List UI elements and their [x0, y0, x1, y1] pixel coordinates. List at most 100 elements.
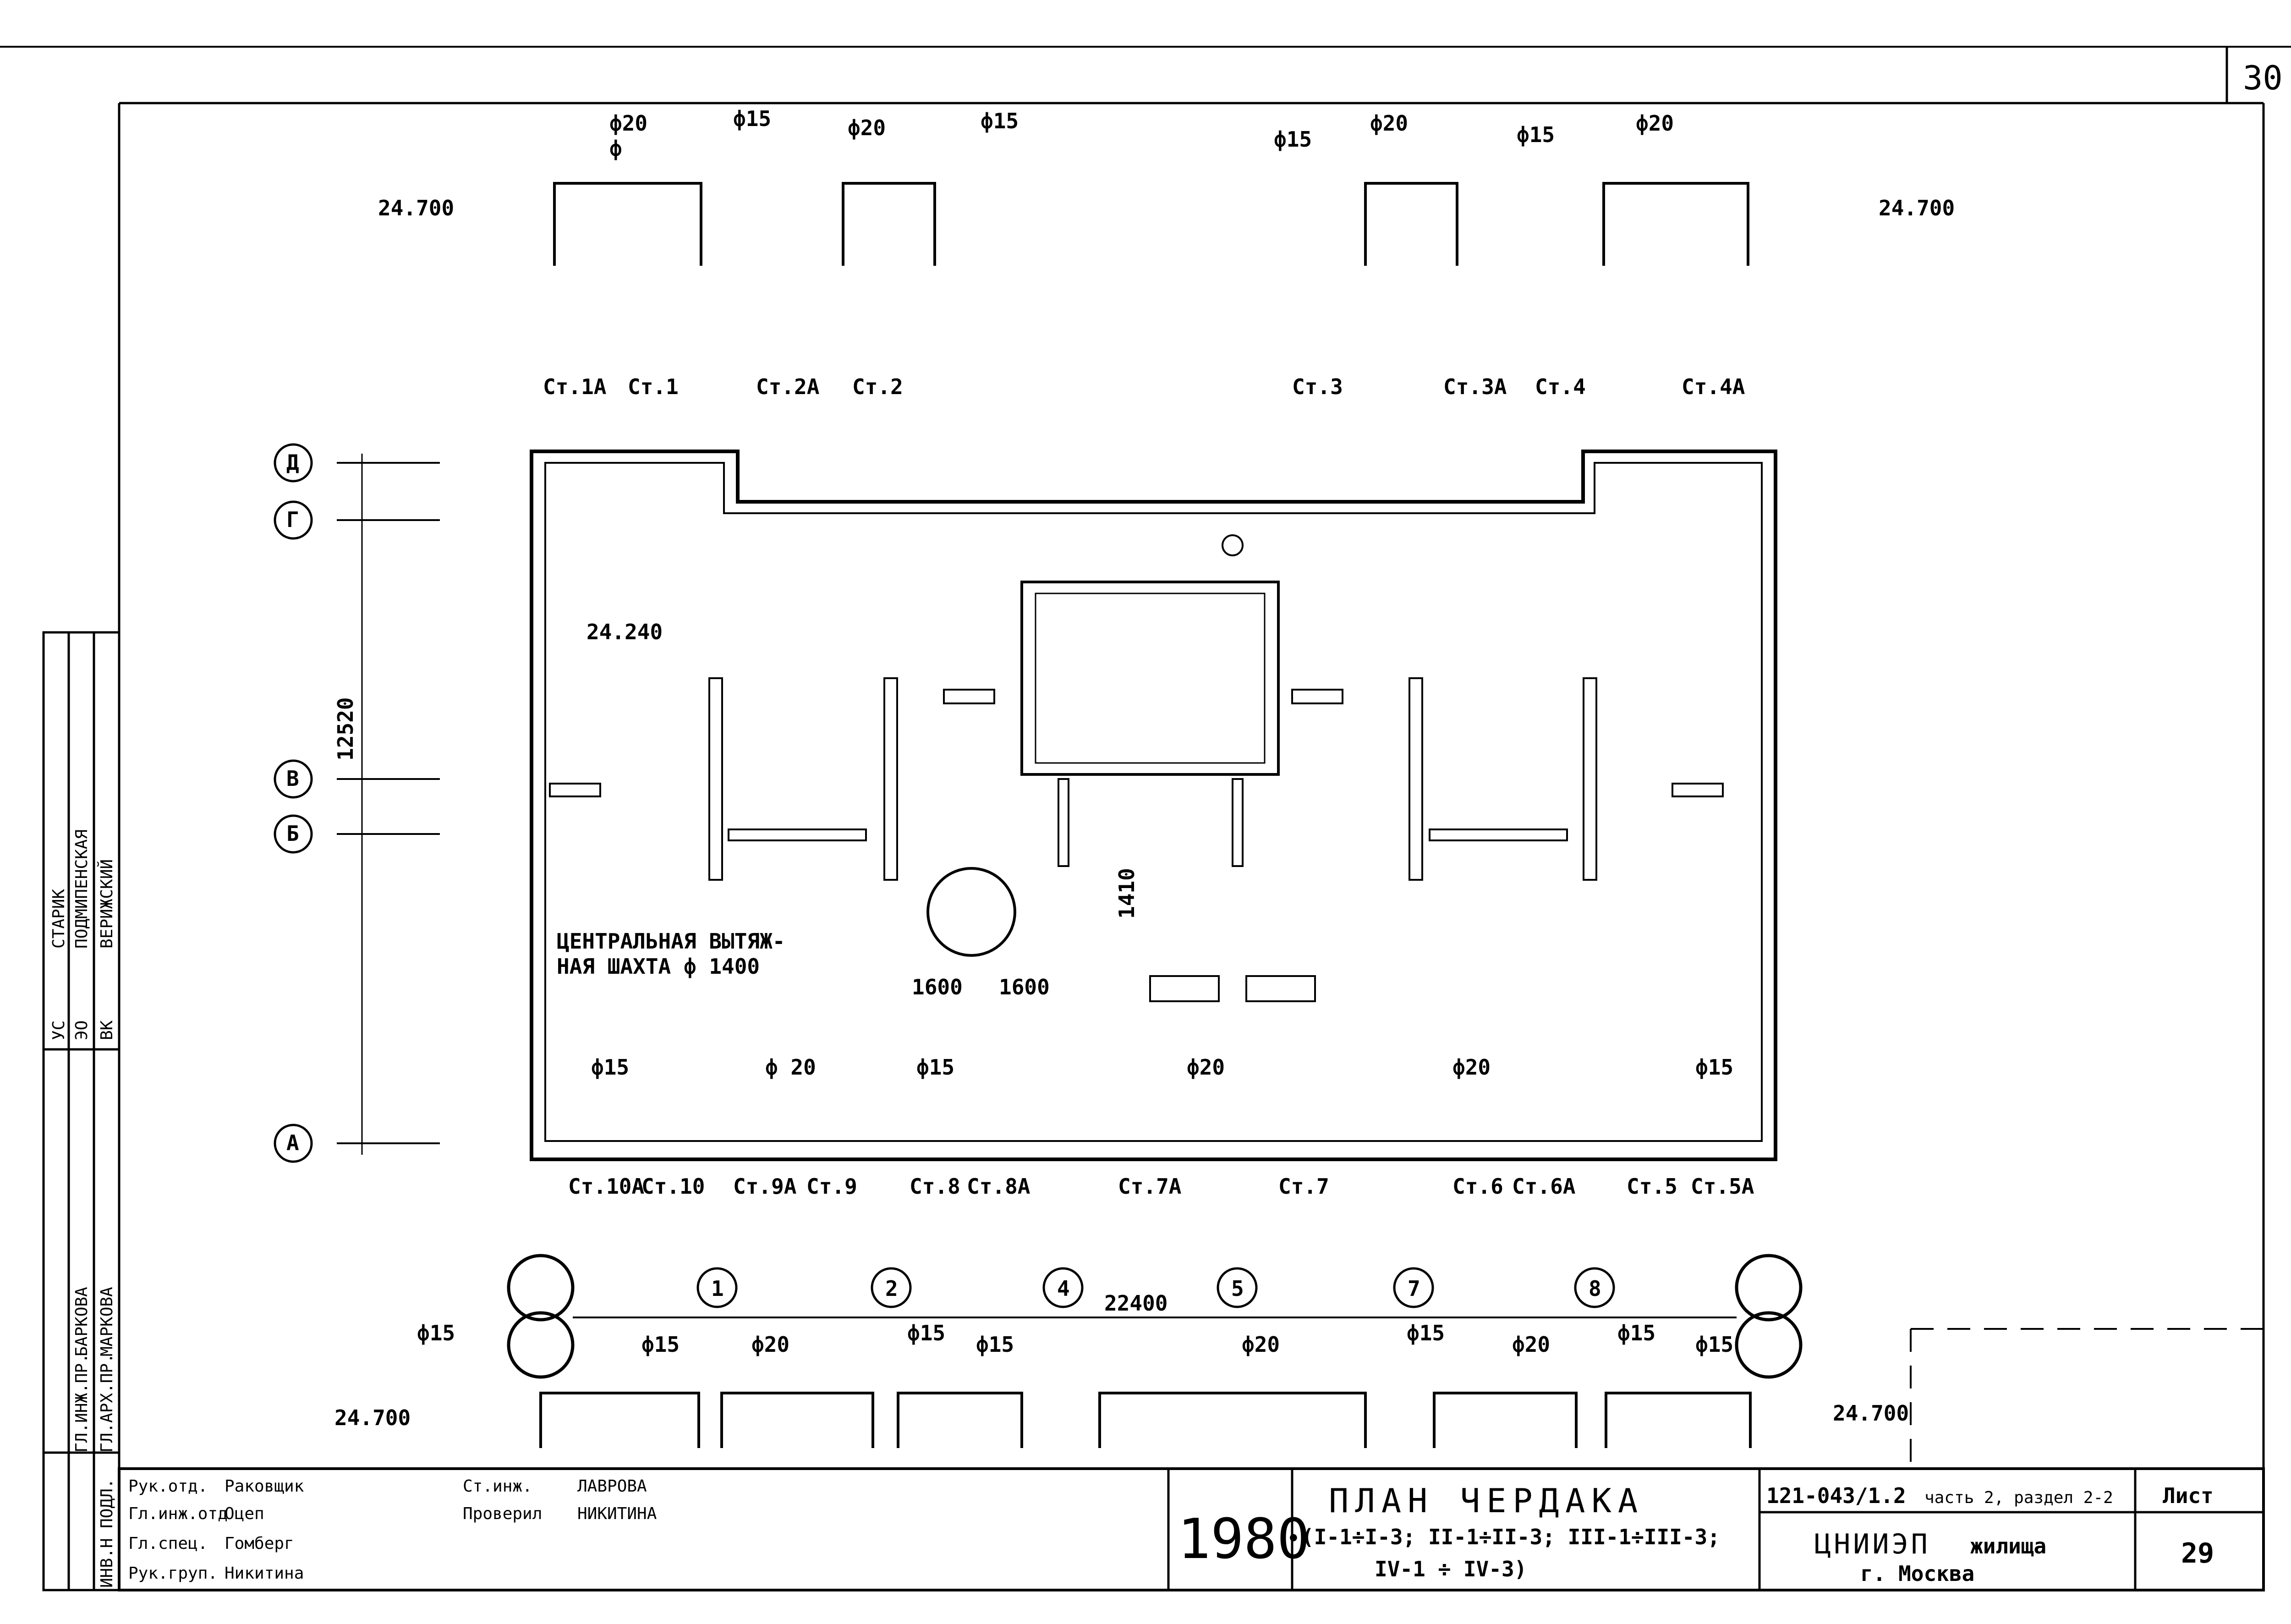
pipe-label-lower-d15-6: ф15 — [1695, 1332, 1733, 1357]
tb-name-4: Никитина — [225, 1564, 304, 1583]
tb-city: г. Москва — [1860, 1561, 1974, 1586]
pipe-label-bottom-d15-1: ф15 — [591, 1055, 629, 1080]
pipe-label-bottom-d15-3: ф15 — [1695, 1055, 1733, 1080]
pipe-label-lower-d15-1: ф15 — [641, 1332, 680, 1357]
pipe-label-top-d15-4: ф15 — [1517, 122, 1555, 147]
stamp-row-8: МАРКОВА — [98, 1287, 116, 1356]
tb-role-2: Гл.инж.отд — [128, 1504, 228, 1523]
tb-org-suffix: жилища — [1970, 1534, 2046, 1558]
tb-org: ЦНИИЭП — [1814, 1528, 1930, 1560]
axis-letter-1: Д — [286, 450, 299, 475]
pipe-label-top-d20-2: ф20 — [848, 115, 886, 140]
pipe-label-lower-d15-3: ф15 — [976, 1332, 1014, 1357]
riser-bottom-9: Ст.6 — [1452, 1174, 1503, 1199]
axis-number-5: 7 — [1408, 1276, 1420, 1301]
dimension-12520: 12520 — [333, 697, 358, 761]
riser-bottom-3: Ст.9А — [733, 1174, 796, 1199]
riser-bottom-12: Ст.5А — [1691, 1174, 1754, 1199]
riser-top-1: Ст.1А — [543, 374, 606, 399]
axis-number-4: 5 — [1231, 1276, 1244, 1301]
tb-role2-1: Ст.инж. — [463, 1477, 532, 1496]
riser-top-4: Ст.2 — [852, 374, 903, 399]
pipe-label-top-d20-4: ф20 — [1636, 111, 1674, 136]
axis-number-1: 1 — [711, 1276, 724, 1301]
tb-role2-2: Проверил — [463, 1504, 542, 1523]
tb-name-2: Оцеп — [225, 1504, 264, 1523]
elevation-interior: 24.240 — [586, 620, 663, 644]
pipe-label-bottom-d20-2: ф20 — [1187, 1055, 1225, 1080]
stamp-row-5: УС — [49, 1020, 68, 1040]
stamp-row-1: ВК — [98, 1020, 116, 1040]
tb-subtitle-1: (I-1÷I-3; II-1÷II-3; III-1÷III-3; — [1301, 1525, 1720, 1549]
pipe-label-lower-d15-2: ф15 — [907, 1321, 945, 1345]
tb-code: 121-043/1.2 — [1766, 1483, 1906, 1508]
pipe-label-top-d15-2: ф15 — [981, 109, 1019, 133]
riser-bottom-8: Ст.7 — [1278, 1174, 1329, 1199]
pipe-label-top-d20-1: ф20 — [609, 111, 647, 136]
tb-sheet-label: Лист — [2163, 1483, 2214, 1508]
riser-bottom-4: Ст.9 — [806, 1174, 857, 1199]
tb-subtitle-2: IV-1 ÷ IV-3) — [1375, 1557, 1527, 1581]
axis-letter-3: В — [286, 766, 299, 791]
axis-letter-5: А — [286, 1130, 299, 1155]
axis-number-2: 2 — [885, 1276, 898, 1301]
pipe-label-top-d20-3: ф20 — [1370, 111, 1408, 136]
shaft-note-line2: НАЯ ШАХТА ф 1400 — [557, 954, 760, 979]
riser-bottom-2: Ст.10 — [641, 1174, 705, 1199]
pipe-label-top-d15-1: ф15 — [733, 106, 771, 131]
tb-sheet-value: 29 — [2181, 1537, 2214, 1569]
pipe-label-riser-d15: ф15 — [417, 1321, 455, 1345]
axis-number-3: 4 — [1057, 1276, 1070, 1301]
axis-letter-2: Г — [286, 507, 299, 532]
pipe-label-lower-d20-1: ф20 — [751, 1332, 789, 1357]
tb-name-1: Раковщик — [225, 1477, 304, 1496]
stamp-row-4: ПОДМИПЕНСКАЯ — [72, 829, 91, 949]
pipe-label-top-d-1: ф — [609, 136, 622, 161]
sheet-number: 30 — [2243, 59, 2283, 97]
stamp-row-10: БАРКОВА — [72, 1287, 91, 1356]
tb-name2-2: НИКИТИНА — [577, 1504, 657, 1523]
pipe-label-lower-d15-4: ф15 — [1407, 1321, 1445, 1345]
tb-part: часть 2, раздел 2-2 — [1924, 1488, 2113, 1507]
riser-top-8: Ст.4А — [1682, 374, 1745, 399]
tb-role-4: Рук.груп. — [128, 1564, 218, 1583]
axis-number-6: 8 — [1589, 1276, 1601, 1301]
riser-top-6: Ст.3А — [1443, 374, 1507, 399]
tb-role-1: Рук.отд. — [128, 1477, 208, 1496]
axis-letter-4: Б — [286, 821, 299, 846]
pipe-label-bottom-d15-2: ф15 — [916, 1055, 954, 1080]
pipe-label-bottom-d20-3: ф20 — [1452, 1055, 1491, 1080]
stamp-row-3: ЭО — [72, 1020, 91, 1040]
riser-top-5: Ст.3 — [1292, 374, 1343, 399]
pipe-label-lower-d15-5: ф15 — [1617, 1321, 1655, 1345]
shaft-note-line1: ЦЕНТРАЛЬНАЯ ВЫТЯЖ- — [557, 929, 785, 954]
elevation-top-right: 24.700 — [1879, 196, 1955, 220]
tb-title: ПЛАН ЧЕРДАКА — [1329, 1481, 1644, 1520]
riser-bottom-6: Ст.8А — [967, 1174, 1030, 1199]
riser-bottom-7: Ст.7А — [1118, 1174, 1181, 1199]
tb-name-3: Гомберг — [225, 1534, 294, 1553]
pipe-label-lower-d20-2: ф20 — [1242, 1332, 1280, 1357]
riser-bottom-11: Ст.5 — [1627, 1174, 1677, 1199]
pipe-label-bottom-d20-1: ф 20 — [765, 1055, 816, 1080]
stamp-row-2: ВЕРИЖСКИЙ — [97, 859, 116, 949]
title-block: Рук.отд. Гл.инж.отд Гл.спец. Рук.груп. Р… — [128, 1477, 2214, 1586]
dimension-1600-left: 1600 — [912, 975, 963, 999]
pipe-label-lower-d20-3: ф20 — [1512, 1332, 1550, 1357]
riser-bottom-10: Ст.6А — [1512, 1174, 1575, 1199]
stamp-row-11: ИНВ.Н ПОДЛ. — [98, 1479, 116, 1588]
pipe-label-top-d15-3: ф15 — [1274, 127, 1312, 152]
tb-year: 1980 — [1178, 1508, 1310, 1571]
tb-name2-1: ЛАВРОВА — [577, 1477, 647, 1496]
stamp-row-7: ГЛ.АРХ.ПР. — [98, 1353, 116, 1453]
dimension-22400: 22400 — [1104, 1291, 1167, 1316]
riser-bottom-5: Ст.8 — [910, 1174, 960, 1199]
elevation-bottom-right: 24.700 — [1833, 1401, 1909, 1426]
tb-role-3: Гл.спец. — [128, 1534, 208, 1553]
elevation-bottom-left: 24.700 — [334, 1405, 411, 1430]
dimension-1600-right: 1600 — [999, 975, 1050, 999]
stamp-row-6: СТАРИК — [49, 889, 68, 949]
riser-top-7: Ст.4 — [1535, 374, 1586, 399]
riser-top-3: Ст.2А — [756, 374, 819, 399]
elevation-top-left: 24.700 — [378, 196, 454, 220]
